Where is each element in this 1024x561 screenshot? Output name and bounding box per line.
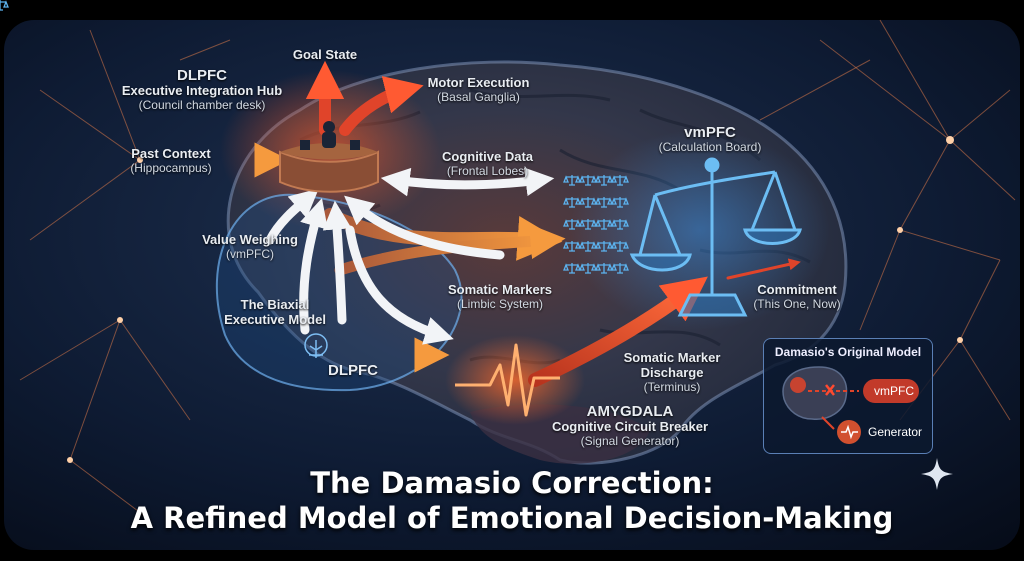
sparkle-icon	[921, 458, 953, 490]
feedback-arrows	[265, 167, 555, 345]
label-somatic-markers: Somatic Markers (Limbic System)	[447, 282, 553, 311]
inset-vmpfc-label: vmPFC	[874, 384, 914, 398]
label-dlpfc-top: DLPFC Executive Integration Hub (Council…	[121, 67, 283, 113]
label-value-weighing: Value Weighing (vmPFC)	[202, 232, 298, 261]
label-past-context: Past Context (Hippocampus)	[130, 146, 212, 175]
page-title: The Damasio Correction: A Refined Model …	[0, 466, 1024, 536]
inset-diagram	[782, 366, 919, 444]
title-line-1: The Damasio Correction:	[310, 466, 714, 500]
inset-generator-label: Generator	[868, 425, 923, 439]
tree-icon	[304, 333, 328, 358]
signal-arrows	[214, 60, 801, 387]
label-motor-execution: Motor Execution (Basal Ganglia)	[427, 75, 530, 104]
inset-original-model: Damasio's Original Model vmPFC Generator	[763, 338, 933, 454]
label-commitment: Commitment (This One, Now)	[753, 282, 841, 311]
balance-scale-icon	[629, 157, 802, 317]
label-amygdala: AMYGDALA Cognitive Circuit Breaker (Sign…	[551, 403, 709, 449]
label-vmpfc: vmPFC (Calculation Board)	[658, 124, 762, 155]
neuron-nodes	[67, 136, 963, 463]
label-somatic-discharge: Somatic Marker Discharge (Terminus)	[623, 350, 721, 394]
label-goal-state: Goal State	[292, 47, 358, 62]
title-line-2: A Refined Model of Emotional Decision-Ma…	[130, 500, 894, 535]
label-biaxial-model: The Biaxial Executive Model	[224, 297, 326, 327]
desk-icon	[279, 121, 379, 193]
label-cognitive-data: Cognitive Data (Frontal Lobes)	[441, 149, 533, 178]
heartbeat-icon	[455, 343, 560, 417]
inset-title: Damasio's Original Model	[774, 345, 922, 359]
label-dlpfc-bottom: DLPFC	[328, 362, 378, 379]
